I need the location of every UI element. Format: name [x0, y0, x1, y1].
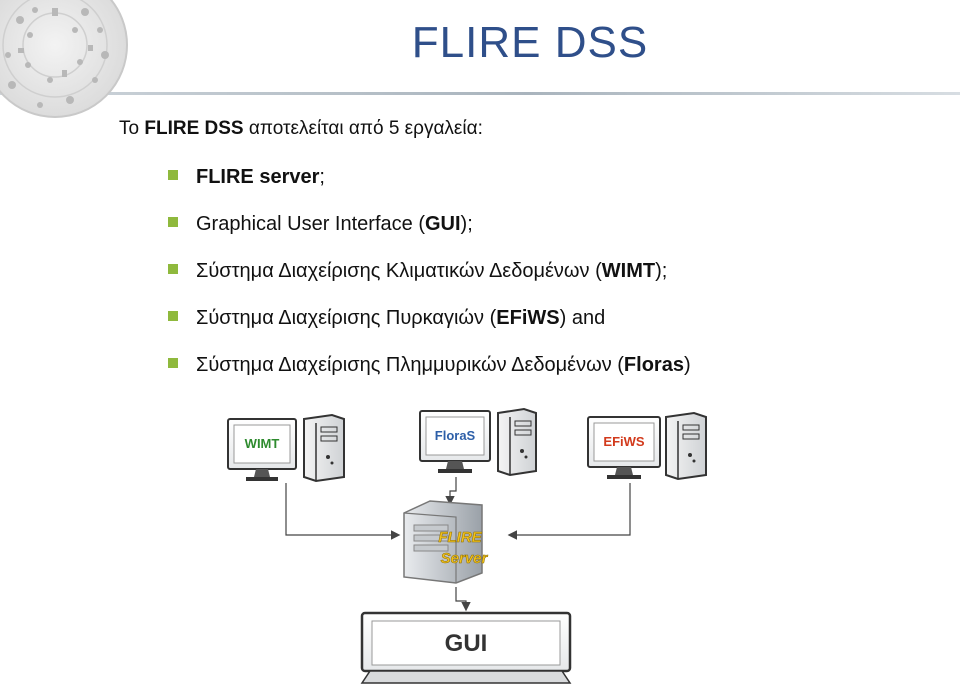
bullet-icon — [168, 170, 178, 180]
item-pre: Σύστημα Διαχείρισης Πυρκαγιών ( — [196, 307, 497, 329]
list-item: Σύστημα Διαχείρισης Πυρκαγιών (EFiWS) an… — [168, 307, 691, 354]
server-to-gui-connector — [455, 587, 471, 612]
gui-label: GUI — [445, 630, 488, 657]
efiws-workstation-icon — [587, 411, 707, 481]
intro-bold: FLIRE DSS — [144, 118, 244, 139]
efiws-to-server-connector — [507, 483, 631, 540]
intro-prefix: To — [119, 118, 145, 139]
item-bold: FLIRE server — [196, 166, 320, 188]
server-label-line2: Server — [441, 550, 489, 567]
monitor-icon — [360, 611, 572, 684]
floras-to-server-connector — [445, 477, 457, 506]
bullet-icon — [168, 358, 178, 368]
efiws-label: EFiWS — [603, 434, 644, 449]
wimt-to-server-connector — [285, 483, 401, 540]
item-bold: GUI — [424, 213, 461, 235]
page-title: FLIRE DSS — [411, 18, 649, 67]
wimt-workstation-icon — [227, 413, 345, 483]
item-post: ) and — [559, 307, 606, 329]
item-post: ) — [683, 354, 691, 376]
server-icon — [403, 500, 483, 584]
header-divider — [0, 92, 960, 95]
server-label-line1: FLIRE — [438, 529, 482, 546]
item-pre: Graphical User Interface ( — [196, 213, 425, 235]
item-bold: WIMT — [601, 260, 656, 282]
item-post: ); — [655, 260, 668, 282]
item-bold: Floras — [623, 354, 684, 376]
list-item: Σύστημα Διαχείρισης Πλημμυρικών Δεδομένω… — [168, 354, 691, 401]
floras-workstation-icon — [419, 407, 537, 477]
tool-list: FLIRE server; Graphical User Interface (… — [168, 166, 691, 401]
item-bold: EFiWS — [496, 307, 560, 329]
list-item: Σύστημα Διαχείρισης Κλιματικών Δεδομένων… — [168, 260, 691, 307]
intro-suffix: αποτελείται από 5 εργαλεία: — [243, 118, 483, 139]
list-item: Graphical User Interface (GUI); — [168, 213, 691, 260]
intro-text: To FLIRE DSS αποτελείται από 5 εργαλεία: — [119, 118, 483, 140]
item-post: ); — [460, 213, 473, 235]
floras-label: FloraS — [435, 428, 476, 443]
bullet-icon — [168, 311, 178, 321]
bullet-icon — [168, 217, 178, 227]
list-item: FLIRE server; — [168, 166, 691, 213]
wimt-label: WIMT — [245, 436, 280, 451]
architecture-diagram: WIMT FloraS EFiWS FLIRE Server — [227, 407, 707, 684]
item-pre: Σύστημα Διαχείρισης Πλημμυρικών Δεδομένω… — [196, 354, 624, 376]
bullet-icon — [168, 264, 178, 274]
item-post: ; — [319, 166, 325, 188]
phaistos-disc-icon — [0, 0, 128, 118]
item-pre: Σύστημα Διαχείρισης Κλιματικών Δεδομένων… — [196, 260, 602, 282]
